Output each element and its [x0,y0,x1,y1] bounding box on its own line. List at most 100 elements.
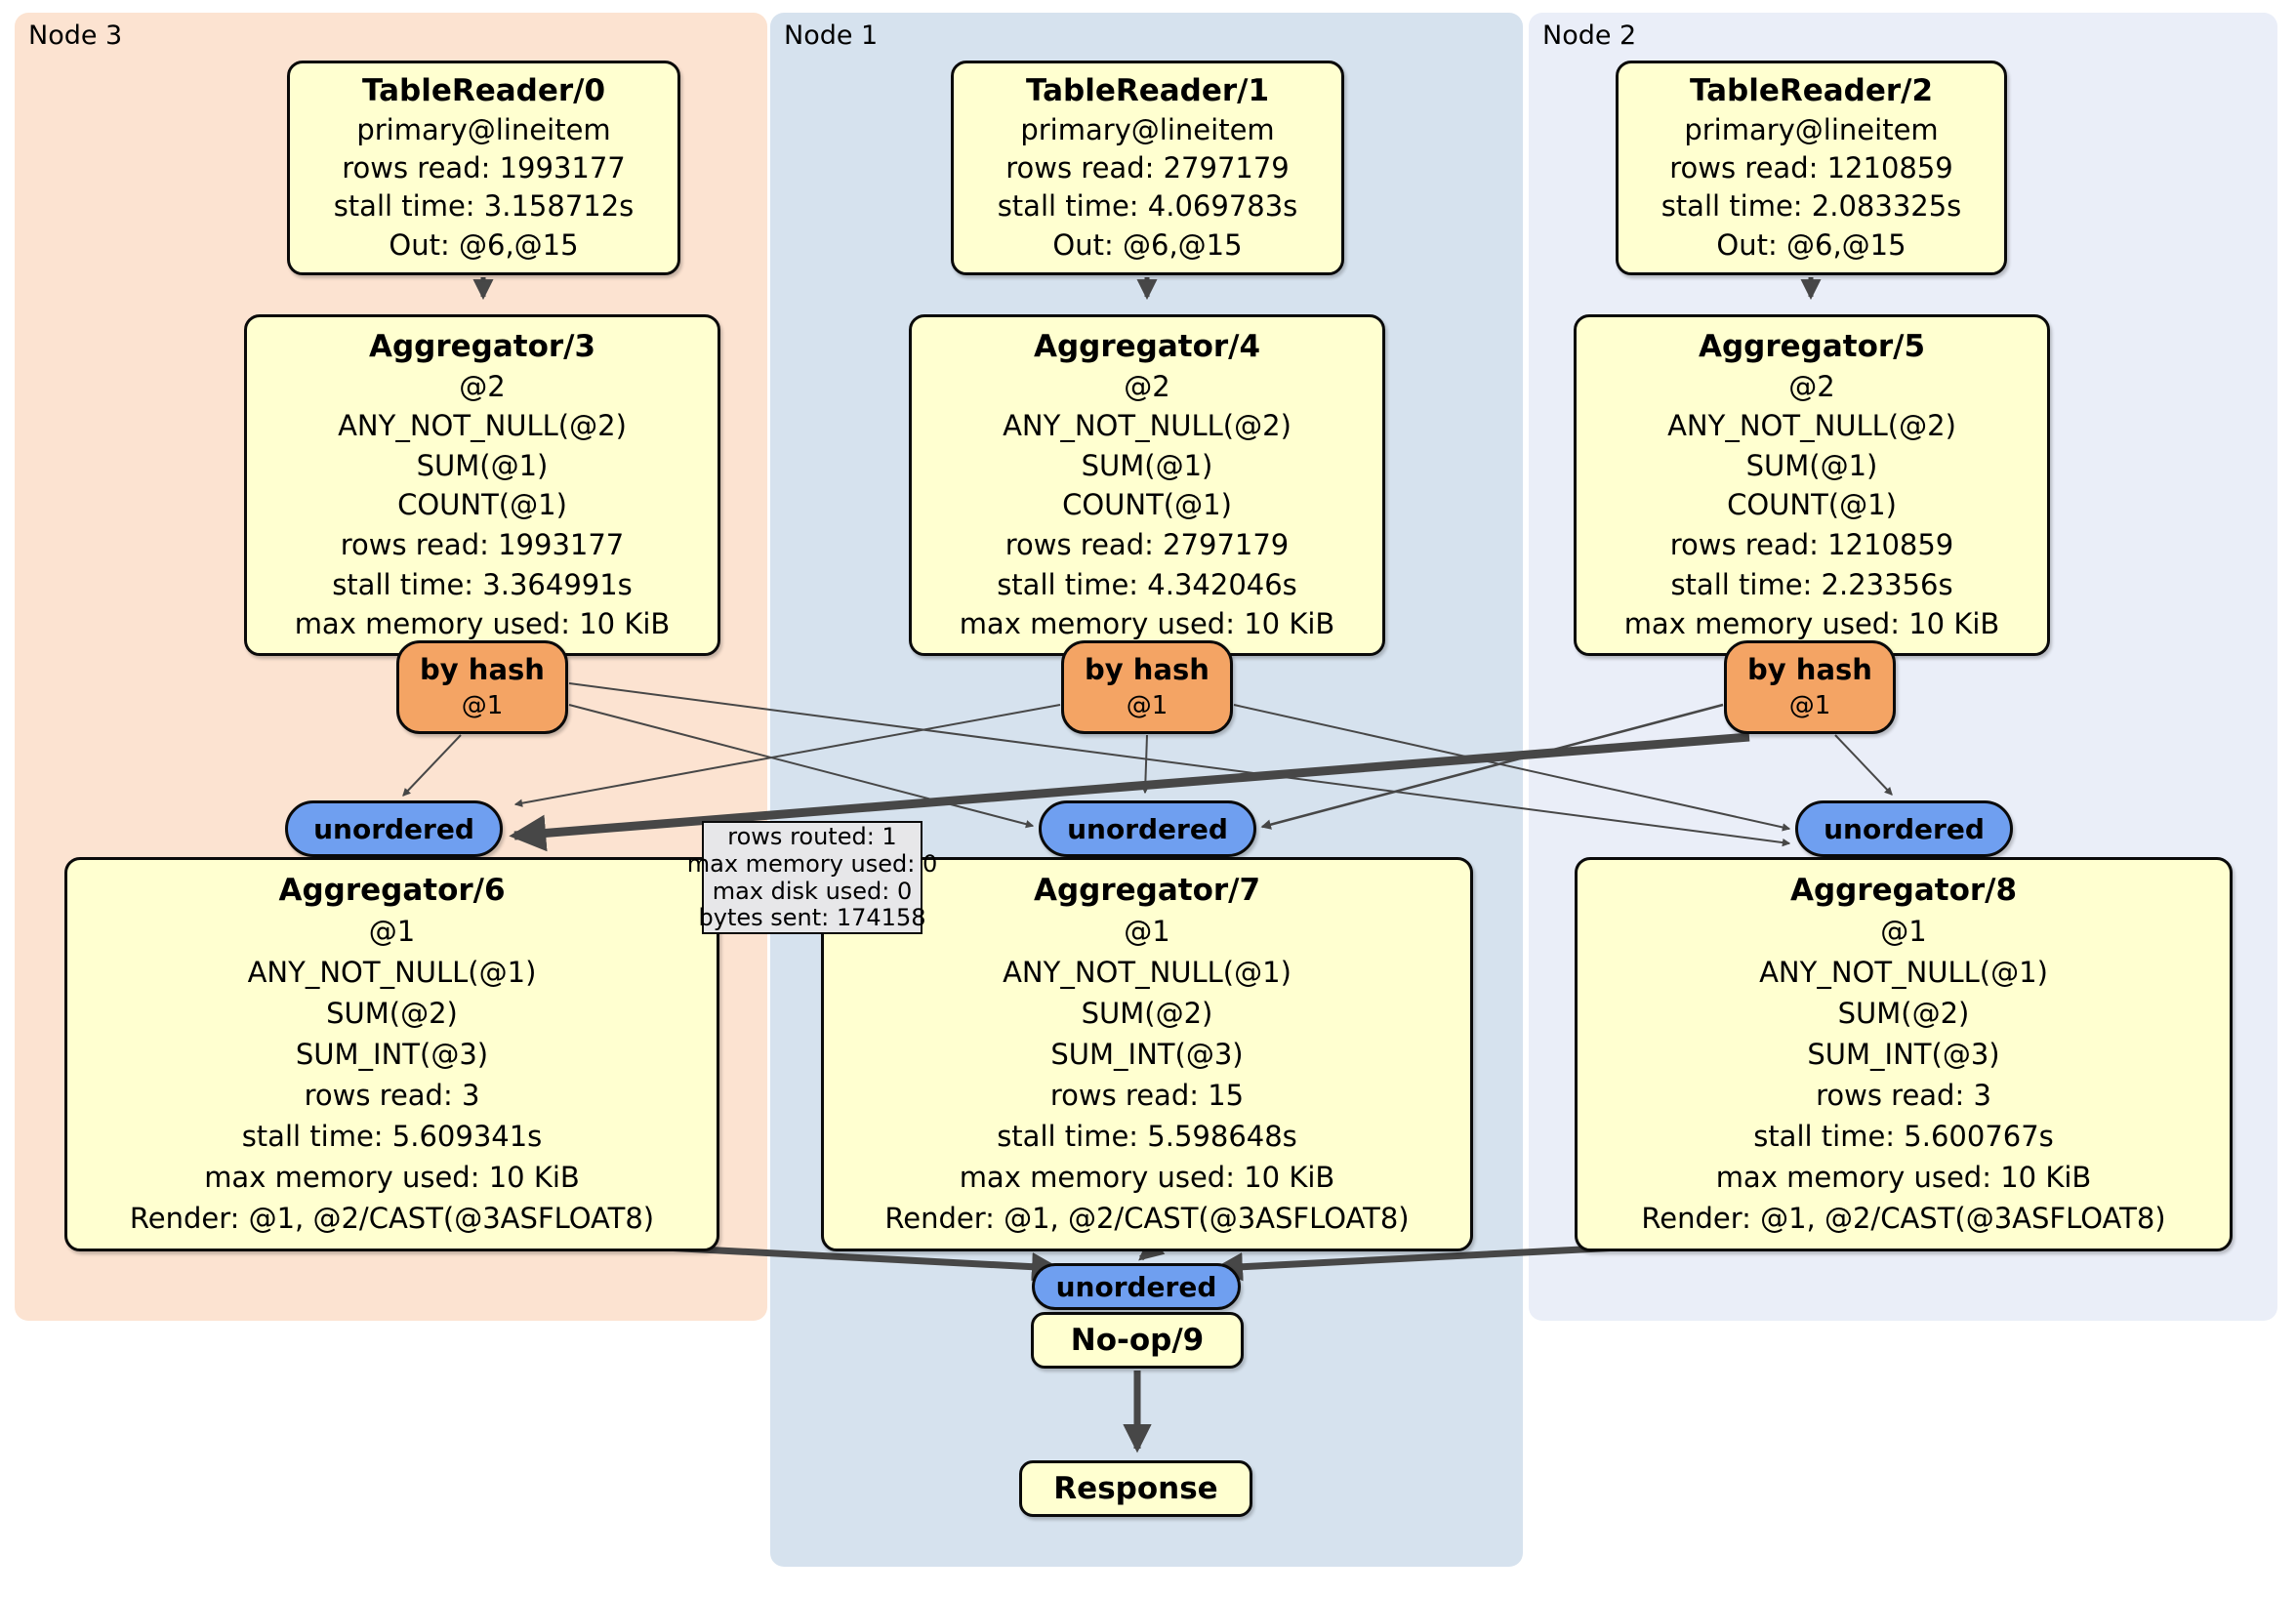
processor-detail: SUM(@2) [326,997,458,1031]
router-by-hash-node2[interactable]: by hash @1 [1724,640,1896,734]
processor-detail: SUM(@2) [1081,997,1213,1031]
processor-detail: Render: @1, @2/CAST(@3ASFLOAT8) [1641,1202,2166,1236]
processor-detail: ANY_NOT_NULL(@2) [338,409,627,443]
stream-stats-tooltip: rows routed: 1 max memory used: 0 max di… [687,821,937,934]
router-columns: @1 [1788,690,1831,720]
processor-detail: Render: @1, @2/CAST(@3ASFLOAT8) [129,1202,655,1236]
processor-detail: rows read: 1993177 [342,151,626,185]
processor-detail: @1 [1124,915,1170,949]
processor-detail: max memory used: 10 KiB [204,1161,580,1195]
processor-detail: @2 [1788,369,1835,403]
processor-title: Aggregator/5 [1698,328,1926,364]
processor-title: No-op/9 [1070,1323,1205,1358]
processor-title: Response [1053,1471,1218,1506]
processor-title: Aggregator/3 [368,328,596,364]
processor-detail: ANY_NOT_NULL(@2) [1003,409,1292,443]
sync-unordered-node2[interactable]: unordered [1795,800,2013,857]
processor-title: TableReader/1 [1025,73,1270,109]
processor-detail: ANY_NOT_NULL(@1) [247,956,537,990]
processor-detail: rows read: 3 [304,1079,480,1113]
node3-region-label: Node 3 [28,20,123,51]
processor-detail: rows read: 1993177 [340,528,625,562]
processor-detail: max memory used: 10 KiB [959,607,1335,641]
processor-detail: primary@lineitem [356,112,611,146]
processor-detail: stall time: 4.342046s [997,567,1297,601]
processor-detail: SUM(@1) [1745,448,1878,482]
processor-aggregator-6[interactable]: Aggregator/6 @1 ANY_NOT_NULL(@1) SUM(@2)… [64,857,719,1251]
processor-detail: @2 [459,369,506,403]
sync-unordered-final[interactable]: unordered [1032,1263,1241,1310]
router-label: by hash [420,653,545,687]
processor-noop-9[interactable]: No-op/9 [1031,1312,1244,1369]
sync-unordered-node1[interactable]: unordered [1039,800,1256,857]
processor-tablereader-0[interactable]: TableReader/0 primary@lineitem rows read… [287,61,680,275]
router-columns: @1 [461,690,504,720]
processor-detail: stall time: 4.069783s [997,189,1298,224]
tooltip-line: rows routed: 1 [727,823,897,851]
processor-aggregator-8[interactable]: Aggregator/8 @1 ANY_NOT_NULL(@1) SUM(@2)… [1575,857,2233,1251]
processor-detail: stall time: 5.609341s [241,1120,543,1154]
processor-detail: @1 [1880,915,1927,949]
processor-tablereader-1[interactable]: TableReader/1 primary@lineitem rows read… [951,61,1344,275]
processor-detail: primary@lineitem [1020,112,1275,146]
processor-detail: rows read: 15 [1049,1079,1245,1113]
processor-detail: Out: @6,@15 [1716,227,1906,262]
sync-label: unordered [1055,1270,1217,1303]
processor-detail: @2 [1124,369,1170,403]
node1-region-label: Node 1 [784,20,879,51]
processor-aggregator-4[interactable]: Aggregator/4 @2 ANY_NOT_NULL(@2) SUM(@1)… [909,314,1385,656]
processor-title: TableReader/2 [1689,73,1934,109]
processor-detail: stall time: 5.598648s [997,1120,1297,1154]
tooltip-line: max memory used: 0 [686,849,938,878]
processor-detail: stall time: 3.364991s [332,567,633,601]
processor-response[interactable]: Response [1019,1460,1252,1517]
tooltip-line: max disk used: 0 [712,877,913,905]
processor-detail: COUNT(@1) [1727,488,1897,522]
processor-detail: COUNT(@1) [1062,488,1232,522]
processor-detail: rows read: 1210859 [1669,528,1954,562]
sync-label: unordered [313,812,474,845]
processor-detail: SUM_INT(@3) [1807,1038,2000,1072]
processor-detail: Out: @6,@15 [1052,227,1243,262]
processor-title: Aggregator/4 [1033,328,1261,364]
processor-detail: @1 [368,915,416,949]
processor-detail: max memory used: 10 KiB [959,1161,1335,1195]
processor-detail: primary@lineitem [1684,112,1939,146]
tooltip-line: bytes sent: 174158 [698,904,926,932]
processor-detail: max memory used: 10 KiB [1623,607,2000,641]
processor-tablereader-2[interactable]: TableReader/2 primary@lineitem rows read… [1616,61,2007,275]
processor-detail: rows read: 3 [1816,1079,1991,1113]
processor-detail: SUM(@1) [416,448,549,482]
processor-detail: stall time: 3.158712s [333,189,635,224]
processor-detail: stall time: 5.600767s [1753,1120,2054,1154]
processor-detail: rows read: 1210859 [1669,151,1953,185]
processor-detail: rows read: 2797179 [1004,528,1290,562]
processor-detail: stall time: 2.083325s [1660,189,1962,224]
processor-aggregator-5[interactable]: Aggregator/5 @2 ANY_NOT_NULL(@2) SUM(@1)… [1574,314,2050,656]
processor-detail: rows read: 2797179 [1005,151,1290,185]
processor-detail: Render: @1, @2/CAST(@3ASFLOAT8) [884,1202,1410,1236]
processor-title: TableReader/0 [361,73,606,109]
sync-label: unordered [1067,812,1228,845]
processor-detail: COUNT(@1) [397,488,567,522]
node2-region-label: Node 2 [1542,20,1637,51]
processor-title: Aggregator/8 [1789,873,2018,909]
processor-detail: max memory used: 10 KiB [294,607,671,641]
processor-aggregator-3[interactable]: Aggregator/3 @2 ANY_NOT_NULL(@2) SUM(@1)… [244,314,720,656]
processor-detail: SUM_INT(@3) [295,1038,489,1072]
processor-detail: SUM(@2) [1837,997,1970,1031]
processor-detail: max memory used: 10 KiB [1715,1161,2092,1195]
sync-unordered-node3[interactable]: unordered [285,800,503,857]
processor-detail: SUM_INT(@3) [1050,1038,1244,1072]
processor-title: Aggregator/7 [1033,873,1261,909]
processor-title: Aggregator/6 [278,873,506,909]
processor-detail: ANY_NOT_NULL(@2) [1667,409,1956,443]
sync-label: unordered [1824,812,1985,845]
router-by-hash-node3[interactable]: by hash @1 [396,640,568,734]
router-by-hash-node1[interactable]: by hash @1 [1061,640,1233,734]
router-columns: @1 [1126,690,1168,720]
processor-detail: SUM(@1) [1081,448,1213,482]
processor-detail: Out: @6,@15 [389,227,579,262]
processor-detail: ANY_NOT_NULL(@1) [1003,956,1292,990]
